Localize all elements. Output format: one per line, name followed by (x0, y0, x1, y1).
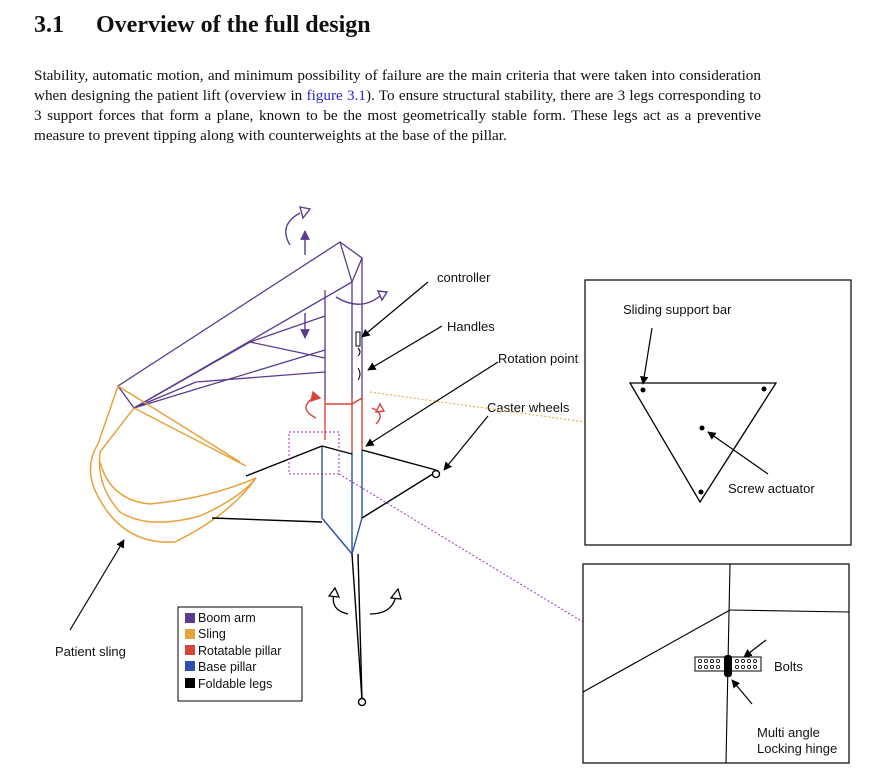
legend-item: Boom arm (198, 611, 256, 625)
base-pillar (321, 446, 363, 555)
patient-sling-shape (89, 385, 257, 543)
callout-arrows (69, 281, 499, 631)
top-view-connector (369, 391, 586, 423)
screw-actuator-label: Screw actuator (728, 481, 815, 496)
foldable-legs (211, 445, 441, 707)
hinge-label-line1: Multi angle (757, 725, 820, 740)
legend-item: Rotatable pillar (198, 644, 281, 658)
rotatable-pillar (305, 390, 386, 452)
legend-swatch-base (185, 661, 195, 671)
rotation-point-label: Rotation point (498, 351, 579, 366)
controller-and-handles (355, 331, 361, 381)
boom-motion-arrows (285, 206, 389, 339)
hinge-label-line2: Locking hinge (757, 741, 837, 756)
caster-wheels-label: Caster wheels (487, 400, 570, 415)
section-heading: 3.1 Overview of the full design (34, 12, 371, 39)
legend-item: Base pillar (198, 660, 256, 674)
controller-label: controller (437, 270, 491, 285)
hinge-inset: Bolts Multi angle Locking hinge (582, 563, 850, 764)
legend: Boom arm Sling Rotatable pillar Base pil… (177, 606, 303, 702)
body-paragraph: Stability, automatic motion, and minimum… (34, 66, 761, 146)
figure-reference-link[interactable]: figure 3.1 (306, 87, 366, 104)
triangle-base (628, 382, 778, 504)
base-rotation-arrows (327, 586, 402, 615)
hinge-highlight-box (288, 431, 340, 475)
paragraph-text-1: Stability, automatic motion, and minimum… (34, 67, 761, 104)
handles-label: Handles (447, 319, 495, 334)
legend-swatch-rotatable (185, 645, 195, 655)
legend-swatch-legs (185, 678, 195, 688)
sliding-support-bar-label: Sliding support bar (623, 302, 732, 317)
bolts-label: Bolts (774, 659, 803, 674)
legend-swatch-sling (185, 629, 195, 639)
section-title: Overview of the full design (96, 12, 371, 38)
boom-arm (117, 241, 363, 409)
paragraph-text-2: ). To ensure structural stability, there… (34, 87, 762, 144)
legend-item: Foldable legs (198, 677, 272, 691)
top-view-inset: Sliding support bar Screw actuator (584, 279, 852, 546)
hinge-view-connector (338, 473, 584, 623)
patient-sling-label: Patient sling (55, 644, 126, 659)
legend-item: Sling (198, 627, 226, 641)
section-number: 3.1 (34, 12, 64, 38)
legend-swatch-boom (185, 613, 195, 623)
